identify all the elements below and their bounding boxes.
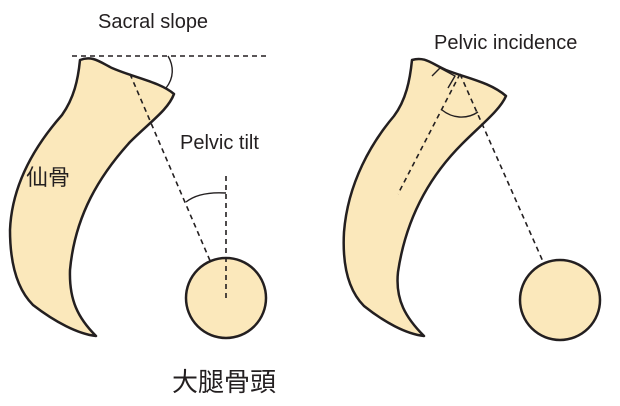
right-sacrum-shape [344, 59, 506, 336]
left-sacrum-shape [10, 58, 174, 336]
right-femoral-head [520, 260, 600, 340]
sacrum-label: 仙骨 [26, 168, 70, 190]
sacral-slope-angle-arc [166, 56, 172, 88]
sacral-slope-label: Sacral slope [98, 12, 208, 32]
pelvic-tilt-angle-arc [186, 193, 226, 202]
pelvic-tilt-label: Pelvic tilt [180, 133, 259, 153]
right-figure-pelvic-incidence [344, 59, 600, 340]
pelvic-incidence-label: Pelvic incidence [434, 33, 577, 53]
left-figure-sacral-slope-pelvic-tilt [10, 56, 268, 338]
femoral-head-label: 大腿骨頭 [172, 370, 276, 396]
